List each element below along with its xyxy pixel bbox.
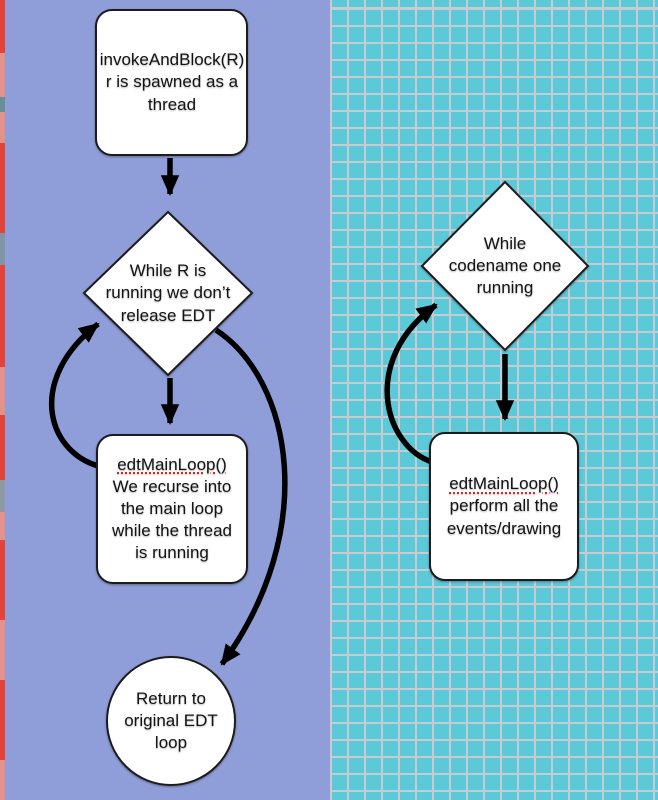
left-edge-strip (0, 0, 5, 800)
edge-strip-segment (0, 760, 5, 800)
edge-strip-segment (0, 0, 5, 53)
arrow-edtloop-back-to-codename[interactable] (384, 302, 438, 465)
edge-strip-segment (0, 415, 5, 480)
node-edt-main-loop-right[interactable] (429, 432, 579, 581)
edge-strip-segment (0, 112, 5, 143)
edge-strip-segment (0, 233, 5, 265)
node-while-r-running[interactable] (82, 210, 254, 377)
edge-strip-segment (0, 620, 5, 680)
node-invoke-and-block[interactable] (95, 9, 248, 156)
node-edt-main-loop-left[interactable] (96, 434, 248, 584)
edge-strip-segment (0, 265, 5, 367)
arrow-while-to-return-loop[interactable] (214, 327, 288, 666)
edge-strip-segment (0, 540, 5, 620)
node-while-codename-one[interactable] (420, 180, 590, 352)
right-slide-grid-background (330, 0, 658, 800)
edge-strip-segment (0, 53, 5, 97)
edge-strip-segment (0, 480, 5, 512)
edge-strip-segment (0, 143, 5, 233)
arrow-edtloop-back-to-while[interactable] (48, 321, 100, 469)
edge-strip-segment (0, 512, 5, 540)
edge-strip-segment (0, 97, 5, 112)
node-return-to-edt-loop[interactable] (106, 656, 236, 786)
edge-strip-segment (0, 367, 5, 415)
edge-strip-segment (0, 680, 5, 760)
